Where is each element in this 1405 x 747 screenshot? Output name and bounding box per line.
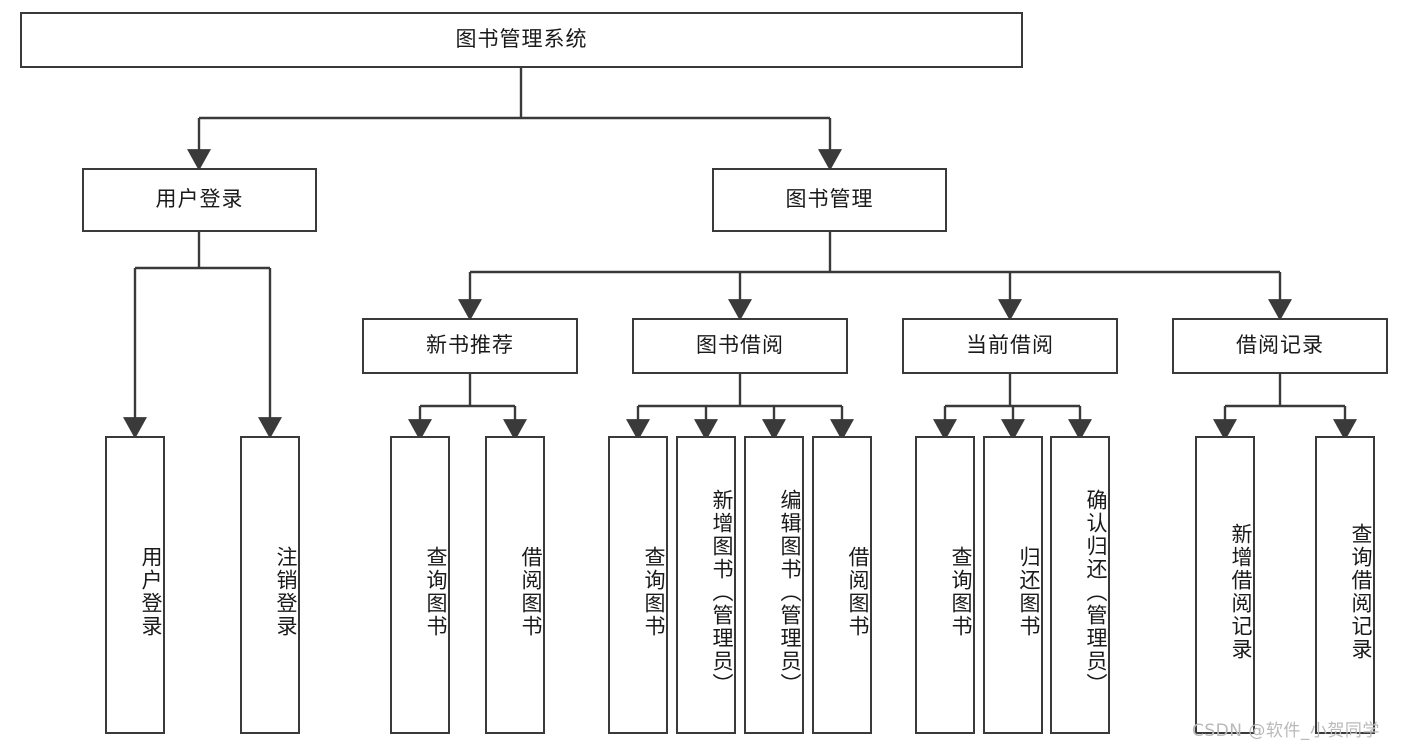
leaf-current-borrow-3[interactable]: 确认归还（管理员）: [1050, 436, 1110, 734]
leaf-borrow-record-2-label: 查询借阅记录: [1349, 523, 1373, 661]
node-current-borrow[interactable]: 当前借阅: [902, 318, 1118, 374]
leaf-new-book-recommend-1[interactable]: 查询图书: [390, 436, 450, 734]
leaf-current-borrow-2[interactable]: 归还图书: [983, 436, 1043, 734]
node-new-book-recommend[interactable]: 新书推荐: [362, 318, 578, 374]
leaf-current-borrow-1[interactable]: 查询图书: [915, 436, 975, 734]
leaf-book-borrow-2-label: 新增图书（管理员）: [710, 488, 734, 696]
node-root[interactable]: 图书管理系统: [20, 12, 1023, 68]
leaf-new-book-recommend-1-label: 查询图书: [424, 546, 448, 638]
leaf-user-login-2-label: 注销登录: [274, 546, 298, 638]
leaf-borrow-record-2[interactable]: 查询借阅记录: [1315, 436, 1375, 734]
leaf-user-login-1-label: 用户登录: [139, 546, 163, 638]
node-book-management[interactable]: 图书管理: [712, 168, 947, 232]
node-book-management-label: 图书管理: [785, 187, 874, 212]
leaf-book-borrow-3[interactable]: 编辑图书（管理员）: [744, 436, 804, 734]
node-new-book-recommend-label: 新书推荐: [426, 333, 514, 358]
leaf-book-borrow-4[interactable]: 借阅图书: [812, 436, 872, 734]
node-borrow-record-label: 借阅记录: [1236, 333, 1324, 358]
node-book-borrow[interactable]: 图书借阅: [632, 318, 848, 374]
leaf-borrow-record-1[interactable]: 新增借阅记录: [1195, 436, 1255, 734]
leaf-current-borrow-1-label: 查询图书: [949, 546, 973, 638]
leaf-book-borrow-2[interactable]: 新增图书（管理员）: [676, 436, 736, 734]
node-borrow-record[interactable]: 借阅记录: [1172, 318, 1388, 374]
leaf-book-borrow-1[interactable]: 查询图书: [608, 436, 668, 734]
node-current-borrow-label: 当前借阅: [966, 333, 1054, 358]
leaf-current-borrow-2-label: 归还图书: [1017, 546, 1041, 638]
watermark: CSDN @软件_小贺同学: [1192, 721, 1380, 741]
leaf-new-book-recommend-2[interactable]: 借阅图书: [485, 436, 545, 734]
node-book-borrow-label: 图书借阅: [696, 333, 784, 358]
node-user-login[interactable]: 用户登录: [82, 168, 317, 232]
leaf-book-borrow-3-label: 编辑图书（管理员）: [778, 488, 802, 696]
leaf-current-borrow-3-label: 确认归还（管理员）: [1084, 488, 1108, 696]
node-root-label: 图书管理系统: [455, 27, 588, 52]
leaf-book-borrow-1-label: 查询图书: [642, 546, 666, 638]
leaf-borrow-record-1-label: 新增借阅记录: [1229, 523, 1253, 661]
node-user-login-label: 用户登录: [155, 187, 244, 212]
leaf-user-login-2[interactable]: 注销登录: [240, 436, 300, 734]
leaf-book-borrow-4-label: 借阅图书: [846, 546, 870, 638]
leaf-new-book-recommend-2-label: 借阅图书: [519, 546, 543, 638]
leaf-user-login-1[interactable]: 用户登录: [105, 436, 165, 734]
